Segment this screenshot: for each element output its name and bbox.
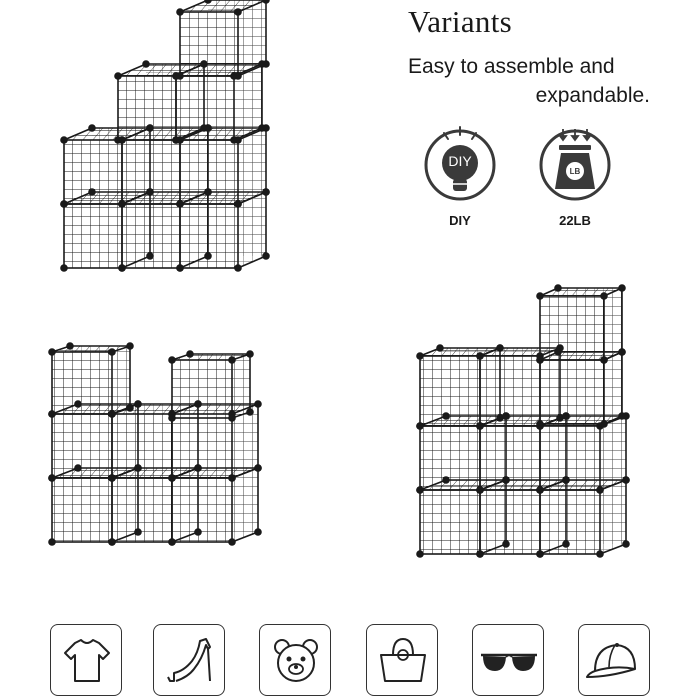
cube-illustrations xyxy=(48,0,630,558)
tshirt-icon xyxy=(64,639,110,682)
tower-configuration xyxy=(416,284,630,558)
wire-cube xyxy=(176,188,270,272)
cap-icon xyxy=(586,643,636,678)
feature-label-diy: DIY xyxy=(449,213,471,228)
wire-cube xyxy=(536,284,626,364)
wire-cube xyxy=(536,476,630,558)
page-title: Variants xyxy=(408,4,512,39)
heel-icon-box xyxy=(153,624,225,696)
cap-icon-box xyxy=(578,624,650,696)
wire-cube xyxy=(168,464,262,546)
tshirt-icon-box xyxy=(50,624,122,696)
diy-badge-text: DIY xyxy=(448,153,472,169)
u-configuration xyxy=(48,342,262,546)
sunglasses-icon-box xyxy=(472,624,544,696)
sunglasses-icon xyxy=(481,653,537,671)
teddy-bear-icon xyxy=(274,639,318,682)
high-heel-icon xyxy=(167,638,211,682)
handbag-icon xyxy=(380,637,426,682)
subtitle-line-2: expandable. xyxy=(535,84,650,107)
wire-cube xyxy=(168,350,254,422)
subtitle-line-1: Easy to assemble and xyxy=(408,55,615,78)
bear-icon-box xyxy=(259,624,331,696)
feature-label-weight: 22LB xyxy=(559,213,591,228)
diy-lightbulb-icon xyxy=(424,126,496,201)
stair-configuration xyxy=(60,0,270,272)
bag-icon-box xyxy=(366,624,438,696)
wire-cube xyxy=(48,342,134,418)
wire-cube xyxy=(176,0,270,80)
wire-cube xyxy=(536,348,626,428)
feature-diy: DIY DIY xyxy=(420,123,500,233)
weight-scale-icon xyxy=(539,129,611,201)
weight-badge-text: LB xyxy=(569,167,581,176)
feature-weight: LB 22LB xyxy=(535,123,615,233)
